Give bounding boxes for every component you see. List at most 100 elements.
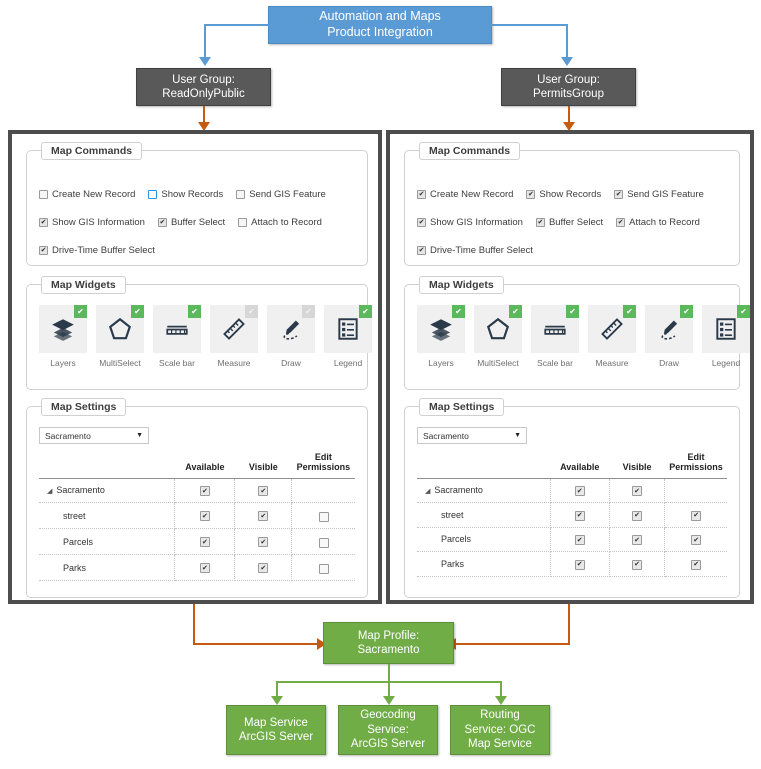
cell-edit-permissions[interactable] (291, 528, 355, 556)
checkbox-drive-time-buffer-select-left[interactable]: Drive-Time Buffer Select (39, 245, 155, 256)
widget-tile[interactable]: ✔ (588, 305, 636, 353)
checkbox-show-gis-information-right[interactable]: Show GIS Information (417, 217, 523, 228)
widget-badge-checked-icon[interactable]: ✔ (359, 305, 372, 318)
widget-legend-right[interactable]: ✔ Legend (702, 305, 750, 368)
cell-visible[interactable] (234, 502, 293, 530)
cell-available[interactable] (550, 478, 610, 504)
widget-badge-checked-icon[interactable]: ✔ (74, 305, 87, 318)
checkbox-box[interactable] (535, 218, 545, 227)
cell-available[interactable] (174, 502, 236, 530)
cell-edit-permissions[interactable] (664, 551, 727, 577)
widget-measure-left[interactable]: ✔ Measure (210, 305, 258, 368)
cell-visible[interactable] (234, 528, 293, 556)
widget-badge-checked-icon[interactable]: ✔ (131, 305, 144, 318)
checkbox-attach-to-record-left[interactable]: Attach to Record (238, 217, 322, 228)
checkbox-visible[interactable] (258, 486, 269, 497)
checkbox-create-new-record-left[interactable]: Create New Record (39, 189, 135, 200)
cell-available[interactable] (550, 527, 610, 553)
widget-legend-left[interactable]: ✔ Legend (324, 305, 372, 368)
checkbox-visible[interactable] (258, 511, 269, 522)
widget-scalebar-right[interactable]: ✔ Scale bar (531, 305, 579, 368)
widget-multiselect-right[interactable]: ✔ MultiSelect (474, 305, 522, 368)
widget-measure-right[interactable]: ✔ Measure (588, 305, 636, 368)
widget-badge-checked-icon[interactable]: ✔ (623, 305, 636, 318)
checkbox-edit-permissions[interactable] (318, 564, 329, 575)
widget-tile[interactable]: ✔ (702, 305, 750, 353)
cell-visible[interactable] (609, 527, 666, 553)
cell-available[interactable] (550, 502, 610, 528)
widget-draw-left[interactable]: ✔ Draw (267, 305, 315, 368)
widget-badge-unchecked-icon[interactable]: ✔ (245, 305, 258, 318)
cell-available[interactable] (174, 554, 236, 582)
widget-multiselect-left[interactable]: ✔ MultiSelect (96, 305, 144, 368)
widget-tile[interactable]: ✔ (39, 305, 87, 353)
widget-draw-right[interactable]: ✔ Draw (645, 305, 693, 368)
map-profile-select-left[interactable]: Sacramento ▼ (39, 427, 149, 444)
cell-available[interactable] (174, 478, 236, 504)
widget-tile[interactable]: ✔ (153, 305, 201, 353)
widget-tile[interactable]: ✔ (210, 305, 258, 353)
cell-visible[interactable] (609, 502, 666, 528)
checkbox-available[interactable] (199, 537, 210, 548)
widget-badge-checked-icon[interactable]: ✔ (188, 305, 201, 318)
checkbox-box[interactable] (614, 190, 624, 199)
checkbox-visible[interactable] (632, 535, 643, 546)
checkbox-available[interactable] (574, 486, 585, 497)
checkbox-edit-permissions[interactable] (691, 535, 702, 546)
checkbox-visible[interactable] (258, 563, 269, 574)
checkbox-show-records-right[interactable]: Show Records (526, 189, 601, 200)
checkbox-visible[interactable] (632, 559, 643, 570)
cell-available[interactable] (174, 528, 236, 556)
checkbox-edit-permissions[interactable] (318, 512, 329, 523)
widget-tile[interactable]: ✔ (267, 305, 315, 353)
checkbox-box[interactable] (236, 190, 246, 199)
checkbox-box[interactable] (417, 190, 426, 199)
checkbox-attach-to-record-right[interactable]: Attach to Record (616, 217, 700, 228)
checkbox-visible[interactable] (632, 486, 643, 497)
checkbox-box[interactable] (238, 218, 248, 227)
widget-tile[interactable]: ✔ (474, 305, 522, 353)
checkbox-available[interactable] (199, 563, 210, 574)
checkbox-visible[interactable] (258, 537, 269, 548)
widget-tile[interactable]: ✔ (324, 305, 372, 353)
cell-available[interactable] (550, 551, 610, 577)
cell-visible[interactable] (609, 551, 666, 577)
checkbox-edit-permissions[interactable] (691, 510, 702, 521)
checkbox-edit-permissions[interactable] (318, 538, 329, 549)
checkbox-box[interactable] (526, 190, 536, 199)
collapse-twisty-icon[interactable]: ◢ (425, 488, 431, 496)
checkbox-send-gis-feature-left[interactable]: Send GIS Feature (236, 189, 326, 200)
checkbox-available[interactable] (574, 559, 585, 570)
widget-tile[interactable]: ✔ (531, 305, 579, 353)
widget-tile[interactable]: ✔ (645, 305, 693, 353)
widget-scalebar-left[interactable]: ✔ Scale bar (153, 305, 201, 368)
checkbox-box[interactable] (39, 246, 48, 255)
cell-edit-permissions[interactable] (664, 527, 727, 553)
checkbox-show-records-left[interactable]: Show Records (148, 189, 223, 200)
checkbox-buffer-select-left[interactable]: Buffer Select (157, 217, 225, 228)
cell-visible[interactable] (234, 554, 293, 582)
widget-tile[interactable]: ✔ (96, 305, 144, 353)
cell-edit-permissions[interactable] (664, 502, 727, 528)
widget-layers-right[interactable]: ✔ Layers (417, 305, 465, 368)
checkbox-create-new-record-right[interactable]: Create New Record (417, 189, 513, 200)
checkbox-available[interactable] (574, 535, 585, 546)
checkbox-edit-permissions[interactable] (691, 559, 702, 570)
checkbox-box[interactable] (417, 246, 426, 255)
checkbox-send-gis-feature-right[interactable]: Send GIS Feature (614, 189, 704, 200)
widget-badge-checked-icon[interactable]: ✔ (680, 305, 693, 318)
checkbox-buffer-select-right[interactable]: Buffer Select (535, 217, 603, 228)
map-profile-select-right[interactable]: Sacramento ▼ (417, 427, 527, 444)
checkbox-box[interactable] (39, 218, 48, 227)
checkbox-box[interactable] (148, 190, 158, 199)
chevron-down-icon[interactable]: ▼ (136, 432, 143, 439)
checkbox-box[interactable] (417, 218, 426, 227)
widget-layers-left[interactable]: ✔ Layers (39, 305, 87, 368)
checkbox-show-gis-information-left[interactable]: Show GIS Information (39, 217, 145, 228)
cell-visible[interactable] (609, 478, 666, 504)
checkbox-box[interactable] (616, 218, 626, 227)
chevron-down-icon[interactable]: ▼ (514, 432, 521, 439)
widget-badge-checked-icon[interactable]: ✔ (509, 305, 522, 318)
checkbox-box[interactable] (157, 218, 167, 227)
widget-tile[interactable]: ✔ (417, 305, 465, 353)
